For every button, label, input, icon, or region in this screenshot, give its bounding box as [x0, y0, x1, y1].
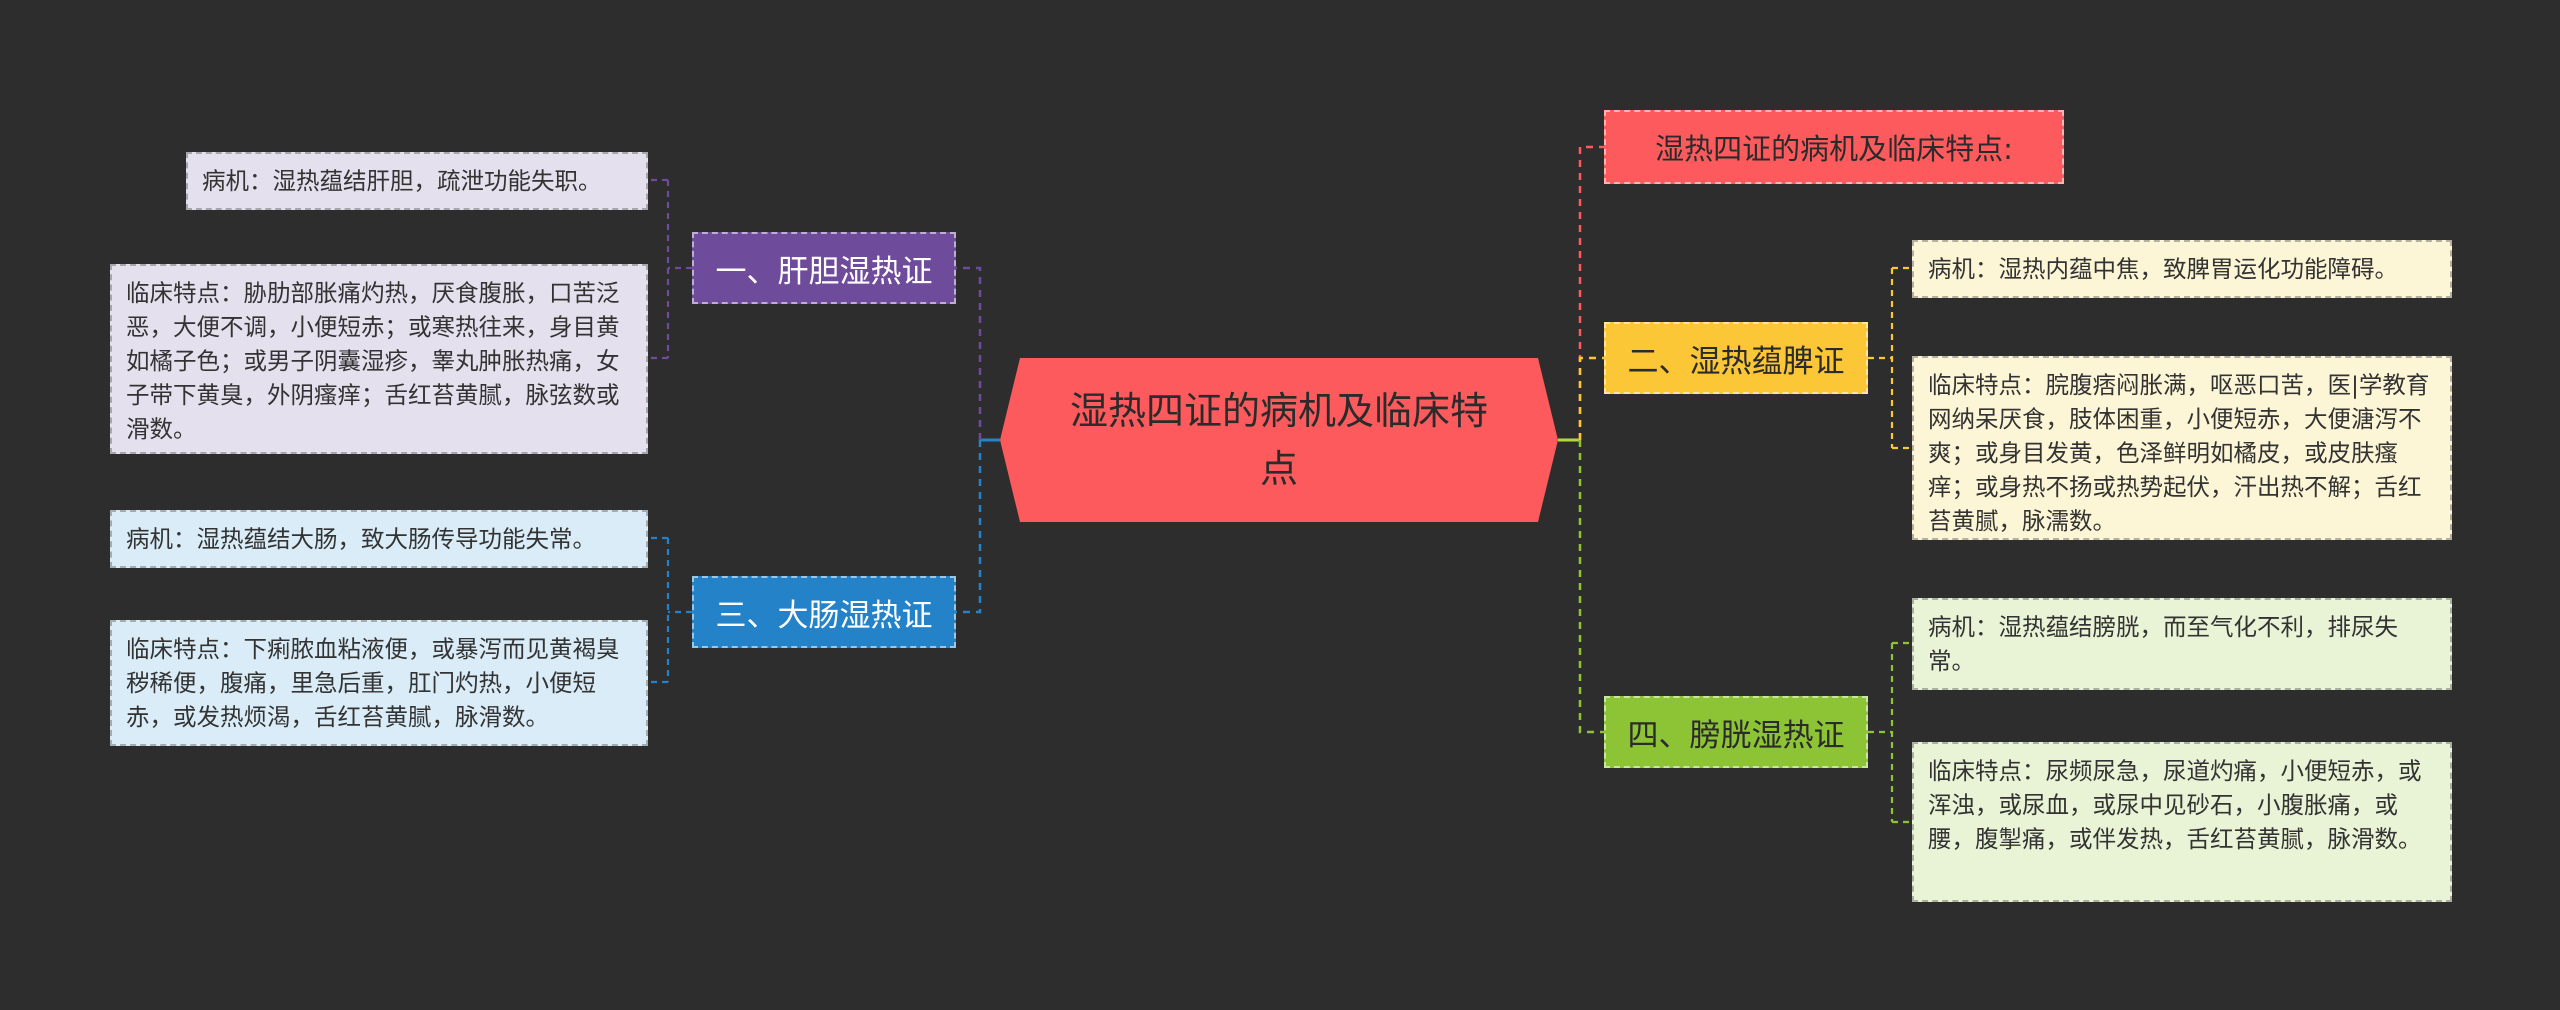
branch-intestine-label: 三、大肠湿热证: [715, 597, 933, 634]
branch-liver-topic[interactable]: 一、肝胆湿热证: [692, 232, 956, 304]
branch-spleen-pathogenesis-text: 病机：湿热内蕴中焦，致脾胃运化功能障碍。: [1928, 255, 2398, 283]
branch-spleen-clinical[interactable]: 临床特点：脘腹痞闷胀满，呕恶口苦，医|学教育网纳呆厌食，肢体困重，小便短赤，大便…: [1912, 356, 2452, 540]
branch-intestine-topic[interactable]: 三、大肠湿热证: [692, 576, 956, 648]
branch-spleen-clinical-text: 临床特点：脘腹痞闷胀满，呕恶口苦，医|学教育网纳呆厌食，肢体困重，小便短赤，大便…: [1928, 371, 2430, 535]
connector-branch1: [956, 266, 982, 440]
root-label-line1: 湿热四证的病机及临床特: [1069, 389, 1488, 433]
branch-spleen-topic[interactable]: 二、湿热蕴脾证: [1604, 322, 1868, 394]
connector-branch3-leaves: [648, 536, 692, 684]
branch-intestine-clinical[interactable]: 临床特点：下痢脓血粘液便，或暴泻而见黄褐臭秽稀便，腹痛，里急后重，肛门灼热，小便…: [110, 620, 648, 746]
branch-bladder-label: 四、膀胱湿热证: [1627, 717, 1845, 754]
connector-branch2: [1578, 356, 1604, 440]
branch-spleen-label: 二、湿热蕴脾证: [1627, 343, 1845, 380]
root-label-line2: 点: [1259, 447, 1298, 491]
branch-liver-label: 一、肝胆湿热证: [715, 253, 933, 290]
branch-intestine-pathogenesis-text: 病机：湿热蕴结大肠，致大肠传导功能失常。: [126, 525, 596, 553]
connector-branch4-leaves: [1868, 641, 1912, 824]
branch-liver-pathogenesis[interactable]: 病机：湿热蕴结肝胆，疏泄功能失职。: [186, 152, 648, 210]
branch-spleen-pathogenesis[interactable]: 病机：湿热内蕴中焦，致脾胃运化功能障碍。: [1912, 240, 2452, 298]
intro-label: 湿热四证的病机及临床特点:: [1655, 132, 2013, 166]
branch-intestine-pathogenesis[interactable]: 病机：湿热蕴结大肠，致大肠传导功能失常。: [110, 510, 648, 568]
intro-topic[interactable]: 湿热四证的病机及临床特点:: [1604, 110, 2064, 184]
root-label: 湿热四证的病机及临床特 点: [1040, 380, 1518, 500]
connector-intro: [1578, 145, 1604, 440]
branch-liver-clinical-text: 临床特点：胁肋部胀痛灼热，厌食腹胀，口苦泛恶，大便不调，小便短赤；或寒热往来，身…: [126, 279, 620, 443]
connector-branch2-leaves: [1868, 266, 1912, 450]
branch-liver-clinical[interactable]: 临床特点：胁肋部胀痛灼热，厌食腹胀，口苦泛恶，大便不调，小便短赤；或寒热往来，身…: [110, 264, 648, 454]
root-shape: [1000, 358, 1558, 522]
branch-intestine-clinical-text: 临床特点：下痢脓血粘液便，或暴泻而见黄褐臭秽稀便，腹痛，里急后重，肛门灼热，小便…: [126, 635, 620, 731]
branch-bladder-pathogenesis[interactable]: 病机：湿热蕴结膀胱，而至气化不利，排尿失常。: [1912, 598, 2452, 690]
connector-branch1-leaves: [648, 178, 692, 360]
branch-bladder-clinical-text: 临床特点：尿频尿急，尿道灼痛，小便短赤，或浑浊，或尿血，或尿中见砂石，小腹胀痛，…: [1928, 757, 2422, 853]
branch-bladder-topic[interactable]: 四、膀胱湿热证: [1604, 696, 1868, 768]
connector-branch4: [1578, 440, 1604, 734]
branch-bladder-pathogenesis-text: 病机：湿热蕴结膀胱，而至气化不利，排尿失常。: [1928, 613, 2398, 675]
branch-liver-pathogenesis-text: 病机：湿热蕴结肝胆，疏泄功能失职。: [202, 167, 602, 195]
root-topic[interactable]: 湿热四证的病机及临床特 点: [1000, 358, 1558, 522]
branch-bladder-clinical[interactable]: 临床特点：尿频尿急，尿道灼痛，小便短赤，或浑浊，或尿血，或尿中见砂石，小腹胀痛，…: [1912, 742, 2452, 902]
connector-branch3: [956, 440, 982, 614]
